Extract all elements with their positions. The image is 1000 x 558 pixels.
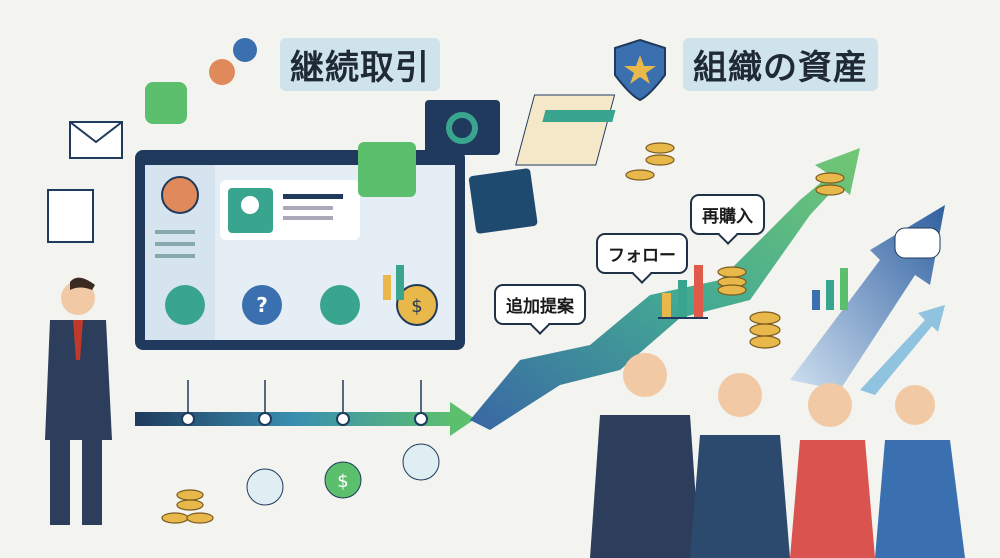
svg-text:$: $ <box>337 471 348 492</box>
shopping-cart-icon <box>165 285 205 325</box>
touchpoint-icons: ? $ $ <box>165 284 440 506</box>
gear-icon-2 <box>233 38 257 62</box>
growth-arrow-light <box>860 305 945 395</box>
coin-card <box>358 142 416 197</box>
phone-icon <box>145 82 187 124</box>
dashboard-panel <box>425 100 500 155</box>
team-group <box>590 353 965 558</box>
bar-chart-icon <box>383 265 848 319</box>
additional-proposal-bubble: 追加提案 <box>494 284 586 325</box>
presenter-businessman <box>45 277 112 525</box>
coin-stacks <box>161 142 845 524</box>
organization-asset-label: 組織の資産 <box>683 38 878 91</box>
question-icon <box>242 285 282 325</box>
chart-icon <box>402 443 440 481</box>
dollar-icon <box>324 461 362 499</box>
repurchase-bubble: 再購入 <box>690 194 765 235</box>
gear-icon <box>209 59 235 85</box>
chat-icon <box>246 468 284 506</box>
form-icon <box>47 189 94 243</box>
svg-text:$: $ <box>411 296 422 317</box>
dashboard-panel-2 <box>468 168 538 234</box>
document-stack <box>515 94 616 166</box>
dollar-coin-icon <box>396 284 438 326</box>
follow-up-bubble: フォロー <box>596 233 688 274</box>
support-headset-icon <box>320 285 360 325</box>
handshake-icon <box>894 227 941 259</box>
timeline-arrow <box>135 380 475 436</box>
continuous-trade-label: 継続取引 <box>280 38 440 91</box>
svg-text:?: ? <box>256 293 268 317</box>
growth-arrow-main <box>470 148 860 430</box>
